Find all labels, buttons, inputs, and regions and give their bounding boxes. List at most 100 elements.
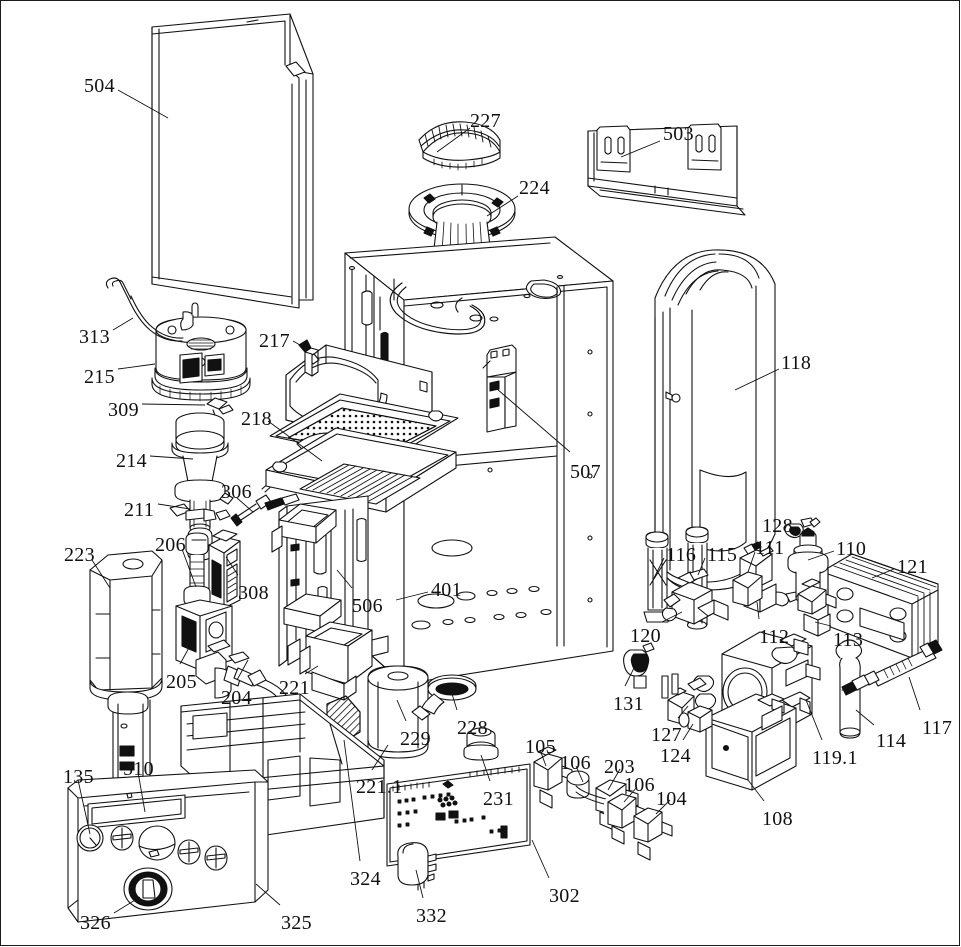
callout-211: 211 [124, 499, 155, 521]
leader-line-104 [655, 799, 671, 815]
part-507-inner-bracket [482, 344, 517, 433]
callout-127: 127 [651, 724, 682, 746]
callout-214: 214 [116, 450, 147, 472]
part-324-cable-duct [329, 723, 343, 765]
callout-326: 326 [80, 912, 111, 934]
leader-line-117 [908, 676, 921, 711]
callout-224: 224 [519, 177, 550, 199]
leader-line-306 [236, 497, 254, 513]
callout-119.1: 119.1 [812, 747, 858, 769]
leader-line-308 [225, 556, 239, 576]
callout-223: 223 [64, 544, 95, 566]
part-215-fan [151, 316, 251, 402]
callout-115: 115 [707, 544, 738, 566]
part-218-burner-tray [265, 344, 459, 513]
leader-line-203 [607, 768, 621, 791]
callout-203: 203 [604, 756, 635, 778]
part-302-pcb [386, 763, 531, 867]
leader-line-302 [531, 839, 550, 879]
callout-116: 116 [666, 544, 697, 566]
part-105-fitting [533, 746, 573, 809]
part-112-actuator [732, 571, 763, 607]
leader-line-221 [304, 665, 319, 675]
part-116-pipe [643, 531, 672, 623]
callout-108: 108 [762, 808, 793, 830]
leader-line-120 [661, 611, 683, 623]
callout-227: 227 [470, 110, 501, 132]
callout-506: 506 [352, 595, 383, 617]
leader-line-231 [480, 754, 491, 782]
callout-120: 120 [630, 625, 661, 647]
leader-line-325 [255, 883, 281, 906]
callout-118: 118 [781, 352, 812, 374]
part-504-front-panel [151, 13, 314, 309]
callout-332: 332 [416, 905, 447, 927]
part-309-igniter [206, 397, 234, 419]
leader-line-204 [236, 659, 249, 681]
callout-507: 507 [570, 461, 601, 483]
leader-line-215 [117, 363, 156, 370]
part-325-fascia [67, 769, 269, 923]
part-313-cable-harness [105, 277, 199, 342]
callout-302: 302 [549, 885, 580, 907]
part-231-grommet [463, 727, 499, 761]
callout-106: 106 [560, 752, 591, 774]
leader-line-503 [620, 140, 661, 158]
callout-104: 104 [656, 788, 687, 810]
leader-line-113 [814, 621, 832, 627]
leader-line-114 [855, 709, 875, 726]
leader-line-227 [436, 127, 471, 153]
part-503-wall-bracket [587, 123, 746, 216]
callout-313: 313 [79, 326, 110, 348]
part-118-front-cover [654, 249, 776, 593]
leader-line-116 [653, 557, 665, 579]
leader-line-211 [157, 503, 191, 510]
leader-line-506 [336, 569, 353, 589]
callout-228: 228 [457, 717, 488, 739]
callout-106b: 106 [624, 774, 655, 796]
leader-line-105 [539, 749, 547, 767]
part-108-pump [705, 693, 797, 791]
callout-325: 325 [281, 912, 312, 934]
callout-215: 215 [84, 366, 115, 388]
callout-231: 231 [483, 788, 514, 810]
leader-line-228 [451, 693, 458, 711]
callout-135: 135 [63, 766, 94, 788]
part-221-condensate-trap [299, 621, 389, 701]
leader-line-110 [807, 550, 835, 561]
leader-line-217 [292, 340, 308, 350]
callout-128: 128 [762, 515, 793, 537]
leader-line-507 [496, 388, 571, 453]
part-228-flue-gasket [411, 674, 477, 721]
leader-line-118 [734, 368, 780, 391]
callout-112: 112 [759, 626, 790, 648]
leader-line-224 [486, 195, 519, 217]
leader-line-401 [395, 591, 429, 601]
part-227-seal-clip [418, 121, 501, 171]
part-114-pipe-elbow [835, 639, 863, 739]
leader-line-127 [677, 705, 689, 719]
part-217-clip [298, 339, 319, 377]
leader-line-309 [141, 403, 206, 406]
callout-206: 206 [155, 534, 186, 556]
callout-229: 229 [400, 728, 431, 750]
part-104-fitting [633, 807, 673, 861]
leader-line-111 [747, 551, 756, 573]
part-128-clip [784, 517, 821, 539]
callout-309: 309 [108, 399, 139, 421]
leader-line-115 [697, 557, 706, 576]
callout-217: 217 [259, 330, 290, 352]
callout-113: 113 [833, 629, 864, 651]
leader-line-221.1 [371, 744, 389, 771]
callout-306: 306 [221, 481, 252, 503]
leader-line-326 [113, 896, 141, 914]
leader-line-108 [747, 779, 765, 802]
callout-218: 218 [241, 408, 272, 430]
part-506-inner-frame [271, 495, 369, 667]
callout-111: 111 [755, 537, 785, 559]
leader-line-135 [77, 779, 91, 835]
leader-line-119.1 [805, 699, 823, 741]
part-117-filling-loop [841, 639, 943, 696]
